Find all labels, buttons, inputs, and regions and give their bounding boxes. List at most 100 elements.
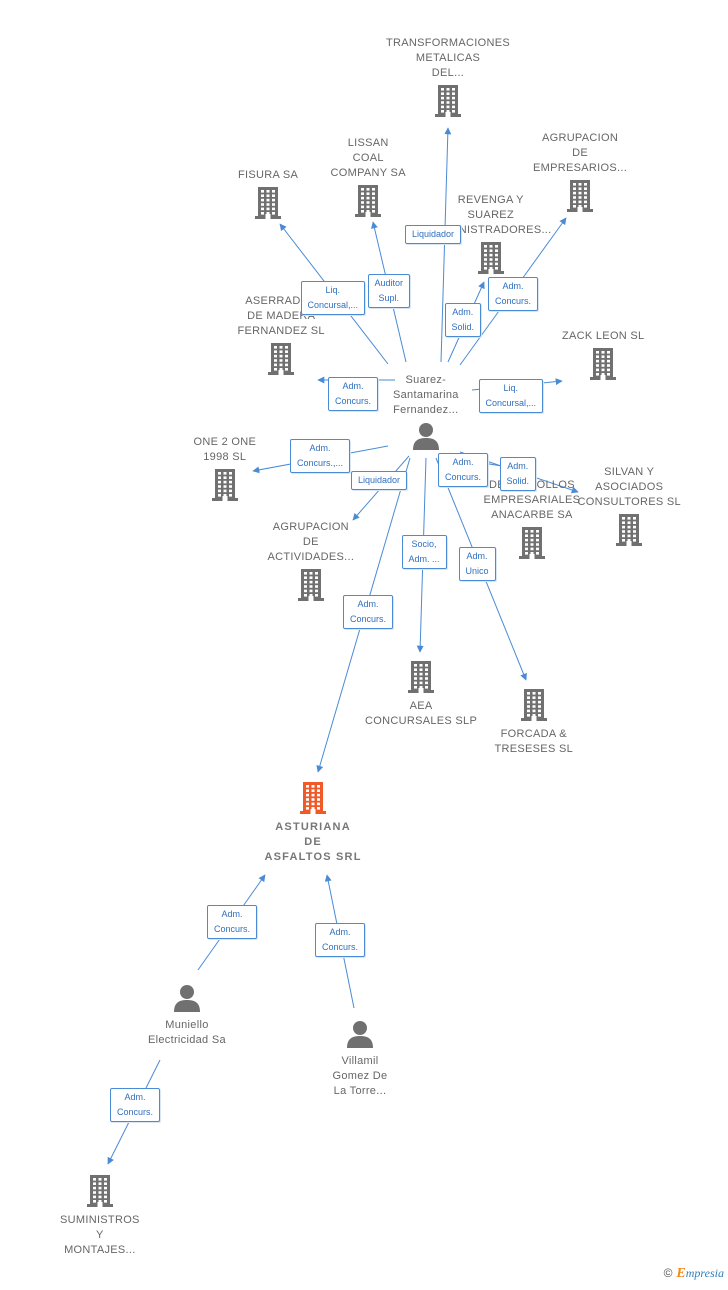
node-label-line: COAL bbox=[352, 152, 384, 164]
node-label-line: CONCURSALES SLP bbox=[365, 715, 478, 727]
node-label: SILVAN Y ASOCIADOS CONSULTORES SL bbox=[578, 465, 681, 510]
edge-label-line: Concurs. bbox=[445, 472, 482, 482]
edge-label-line: Adm. bbox=[357, 599, 379, 609]
building-icon bbox=[616, 514, 643, 546]
building-icon bbox=[477, 242, 504, 274]
node-label-line: DE bbox=[304, 836, 322, 848]
node-zack[interactable]: ZACK LEON SL bbox=[562, 329, 644, 381]
edge-label-line: Adm. bbox=[502, 281, 524, 291]
building-icon bbox=[297, 569, 324, 601]
edge-label-suarez-aserrados[interactable]: Adm. Concurs. bbox=[328, 377, 379, 411]
node-label-line: Muniello bbox=[165, 1019, 209, 1031]
edge-label-villamil-asturiana[interactable]: Adm.Concurs. bbox=[315, 923, 366, 957]
edge-label-line: Concursal,... bbox=[485, 398, 537, 408]
node-label-line: TRESESES SL bbox=[494, 743, 573, 755]
node-label-line: SUMINISTROS bbox=[60, 1214, 140, 1226]
node-label-line: Electricidad Sa bbox=[148, 1034, 226, 1046]
edge-label-suarez-silvan[interactable]: Adm. Solid. bbox=[499, 457, 537, 491]
node-label-line: ANACARBE SA bbox=[491, 509, 573, 521]
node-label: ASTURIANA DE ASFALTOS SRL bbox=[265, 820, 362, 865]
edge-label-line: Supl. bbox=[378, 293, 400, 303]
node-label-line: SILVAN Y bbox=[604, 466, 655, 478]
edge-label-line: Unico bbox=[465, 566, 489, 576]
building-icon bbox=[590, 348, 617, 380]
node-label-line: CONSULTORES SL bbox=[577, 496, 681, 508]
node-fisura[interactable]: FISURA SA bbox=[238, 168, 298, 220]
edge-label-line: Adm. bbox=[309, 443, 331, 453]
edge-label-line: Concurs. bbox=[214, 924, 251, 934]
node-label-line: FISURA SA bbox=[238, 169, 299, 181]
edge-label-line: Socio, bbox=[411, 539, 437, 549]
edge-label-line: Adm. bbox=[507, 461, 529, 471]
edge-label-line: Adm. ... bbox=[408, 554, 440, 564]
edge-label-suarez-asturiana[interactable]: Adm. Concurs. bbox=[343, 595, 394, 629]
node-label-line: COMPANY SA bbox=[330, 167, 406, 179]
edge-label-line: Solid. bbox=[506, 476, 530, 486]
edge-label-suarez-agrupacion_act[interactable]: Liquidador bbox=[351, 470, 408, 490]
node-forcada[interactable]: FORCADA & TRESESES SL bbox=[495, 688, 574, 757]
edge-label-line: Solid. bbox=[451, 322, 475, 332]
edge-label-muniello-suministros[interactable]: Adm.Concurs. bbox=[110, 1088, 161, 1122]
edge-label-line: Adm. bbox=[124, 1092, 146, 1102]
edge-label-suarez-agrupacion_emp[interactable]: Adm.Concurs. bbox=[488, 277, 539, 311]
edge-label-suarez-transformaciones[interactable]: Liquidador bbox=[405, 224, 462, 244]
edge-label-suarez-aea[interactable]: Socio, Adm. ... bbox=[401, 535, 447, 569]
building-icon bbox=[355, 185, 382, 217]
edge-label-suarez-fisura[interactable]: Liq.Concursal,... bbox=[300, 281, 366, 315]
edge-label-line: Concurs. bbox=[322, 942, 359, 952]
node-label-line: La Torre... bbox=[333, 1085, 387, 1097]
building-icon bbox=[268, 343, 295, 375]
building-icon bbox=[86, 1175, 113, 1207]
node-label-line: ASTURIANA bbox=[275, 821, 351, 833]
node-label-line: Santamarina bbox=[393, 389, 459, 401]
person-icon bbox=[346, 1021, 373, 1048]
building-icon bbox=[255, 187, 282, 219]
edge-label-line: Liquidador bbox=[358, 474, 401, 485]
edge-label-line: Auditor bbox=[374, 278, 404, 288]
edge-label-suarez-revenga[interactable]: Adm.Solid. bbox=[444, 303, 482, 337]
edge-label-suarez-zack[interactable]: Liq.Concursal,... bbox=[478, 379, 544, 413]
building-icon bbox=[211, 469, 238, 501]
node-label-line: ASFALTOS SRL bbox=[264, 851, 362, 863]
node-asturiana[interactable]: ASTURIANA DE ASFALTOS SRL bbox=[265, 781, 362, 865]
footer-brand[interactable]: ©Empresia bbox=[664, 1266, 724, 1282]
edge-label-line: Adm. bbox=[221, 909, 243, 919]
node-silvan[interactable]: SILVAN Y ASOCIADOS CONSULTORES SL bbox=[578, 465, 681, 547]
node-label-line: DE bbox=[572, 147, 588, 159]
edge-label-line: Concurs. bbox=[350, 614, 387, 624]
edge-label-suarez-forcada[interactable]: Adm. Unico bbox=[458, 547, 496, 581]
edge-label-line: Adm. bbox=[342, 381, 364, 391]
edge-label-line: Liq. bbox=[325, 285, 341, 295]
node-label-line: REVENGA Y bbox=[457, 194, 524, 206]
node-label-line: FORCADA & bbox=[500, 728, 567, 740]
person-icon bbox=[173, 985, 200, 1012]
node-label-line: ASOCIADOS bbox=[595, 481, 664, 493]
node-label-line: EMPRESARIALES bbox=[483, 494, 581, 506]
node-label-line: ASERRADOS bbox=[245, 295, 318, 307]
edge-label-line: Concurs. bbox=[335, 396, 372, 406]
edge-label-line: Adm. bbox=[466, 551, 488, 561]
node-label-line: ACTIVIDADES... bbox=[267, 551, 355, 563]
brand-name: mpresia bbox=[685, 1266, 724, 1280]
edge-label-muniello-asturiana[interactable]: Adm. Concurs. bbox=[207, 905, 258, 939]
node-label-line: Villamil bbox=[341, 1055, 379, 1067]
edge-label-suarez-desarrollos[interactable]: Adm.Concurs. bbox=[438, 453, 489, 487]
edge-label-suarez-one2one[interactable]: Adm.Concurs.,... bbox=[290, 439, 351, 473]
